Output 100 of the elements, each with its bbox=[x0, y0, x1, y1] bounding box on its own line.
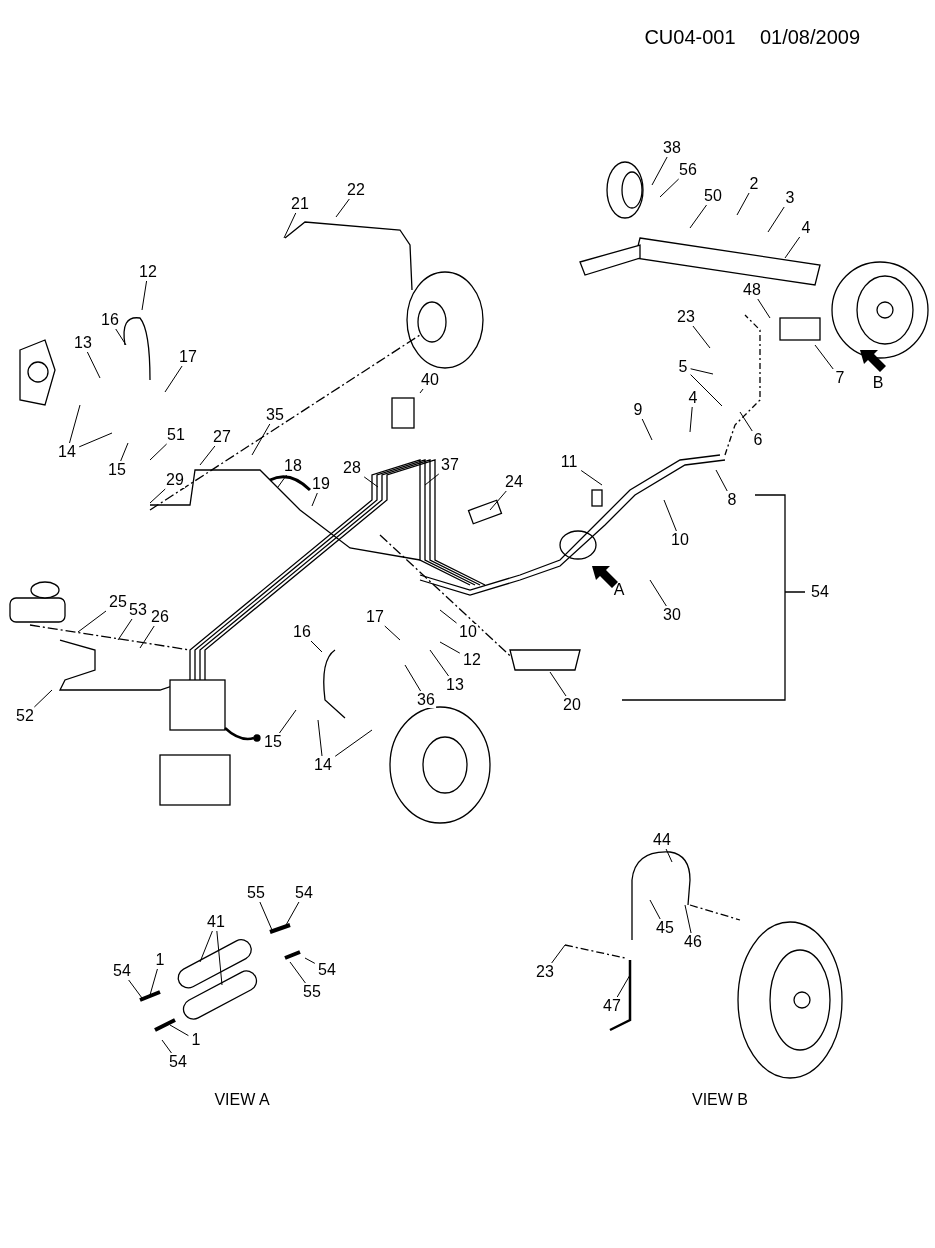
callout-number: 22 bbox=[346, 182, 366, 198]
callout-number: 41 bbox=[206, 914, 226, 930]
leader-line bbox=[814, 344, 834, 370]
leader-line bbox=[384, 625, 401, 641]
leader-line bbox=[649, 899, 661, 920]
callout-number: 44 bbox=[652, 832, 672, 848]
callout-number: 13 bbox=[73, 335, 93, 351]
callout-number: 37 bbox=[440, 457, 460, 473]
leader-line bbox=[164, 365, 183, 393]
leader-line bbox=[651, 156, 668, 186]
leader-line bbox=[334, 729, 373, 757]
leader-line bbox=[363, 476, 379, 488]
leader-line bbox=[251, 423, 271, 456]
callout-number: 28 bbox=[342, 460, 362, 476]
leader-line bbox=[285, 901, 300, 926]
callout-number: 24 bbox=[504, 474, 524, 490]
leader-line bbox=[689, 204, 708, 229]
leader-line bbox=[149, 443, 168, 461]
callout-number: 35 bbox=[265, 407, 285, 423]
leader-line bbox=[78, 432, 113, 448]
leader-line bbox=[69, 404, 81, 444]
leader-line bbox=[216, 930, 223, 986]
leader-line bbox=[757, 298, 771, 319]
callout-number: 54 bbox=[168, 1054, 188, 1070]
callout-number: 54 bbox=[811, 583, 829, 601]
callout-number: 50 bbox=[703, 188, 723, 204]
callout-number: 29 bbox=[165, 472, 185, 488]
leader-line bbox=[690, 374, 723, 407]
callout-number: 20 bbox=[562, 697, 582, 713]
leader-line bbox=[692, 325, 711, 349]
callout-number: 54 bbox=[317, 962, 337, 978]
callout-number: 23 bbox=[676, 309, 696, 325]
callout-number: 47 bbox=[602, 998, 622, 1014]
callout-number: 14 bbox=[57, 444, 77, 460]
leader-line bbox=[139, 625, 155, 649]
leader-line bbox=[641, 418, 653, 441]
drawing-code: CU04-001 bbox=[644, 25, 736, 49]
callout-number: 30 bbox=[662, 607, 682, 623]
leader-line bbox=[311, 492, 318, 507]
leader-line bbox=[659, 178, 680, 198]
callout-number: 16 bbox=[100, 312, 120, 328]
callout-number: 25 bbox=[108, 594, 128, 610]
callout-number: 4 bbox=[800, 220, 812, 236]
view-letter: B bbox=[872, 374, 884, 392]
leader-line bbox=[304, 957, 316, 964]
leader-line bbox=[117, 618, 133, 641]
leader-line bbox=[259, 901, 273, 931]
leader-line bbox=[715, 469, 728, 492]
leader-line bbox=[289, 961, 306, 984]
leader-line bbox=[690, 368, 714, 375]
callout-number: 55 bbox=[246, 885, 266, 901]
callout-number: 54 bbox=[294, 885, 314, 901]
leader-line bbox=[616, 974, 631, 998]
leader-line bbox=[489, 490, 507, 511]
leader-line bbox=[33, 689, 53, 708]
leader-line bbox=[649, 579, 667, 607]
callout-number: 26 bbox=[150, 609, 170, 625]
leader-line bbox=[199, 445, 216, 466]
callout-number: 15 bbox=[107, 462, 127, 478]
leader-line bbox=[199, 930, 213, 963]
callout-number: 27 bbox=[212, 429, 232, 445]
callout-number: 19 bbox=[311, 476, 331, 492]
callout-number: 46 bbox=[683, 934, 703, 950]
callout-number: 38 bbox=[662, 140, 682, 156]
callout-number: 10 bbox=[670, 532, 690, 548]
callout-number: 18 bbox=[283, 458, 303, 474]
callout-number: 1 bbox=[190, 1032, 202, 1048]
callout-number: 40 bbox=[420, 372, 440, 388]
leader-line bbox=[663, 499, 677, 532]
callout-number: 12 bbox=[462, 652, 482, 668]
leader-line bbox=[404, 664, 422, 692]
leader-line bbox=[128, 979, 143, 999]
callout-number: 10 bbox=[458, 624, 478, 640]
leader-line bbox=[439, 609, 458, 624]
leader-line bbox=[278, 709, 297, 734]
callout-number: 5 bbox=[677, 359, 689, 375]
leader-line bbox=[86, 351, 101, 379]
view-title: VIEW B bbox=[692, 1091, 748, 1109]
callout-number: 8 bbox=[726, 492, 738, 508]
leader-line bbox=[141, 280, 148, 311]
leader-line bbox=[149, 968, 158, 996]
callout-number: 45 bbox=[655, 920, 675, 936]
leader-line bbox=[169, 1024, 189, 1037]
leader-line bbox=[283, 212, 297, 239]
leader-line bbox=[335, 198, 350, 218]
leader-line bbox=[689, 406, 693, 433]
leader-line bbox=[277, 474, 288, 488]
leader-line bbox=[665, 848, 673, 863]
leader-line bbox=[767, 206, 785, 233]
leader-line bbox=[149, 488, 166, 504]
leader-line bbox=[310, 640, 323, 653]
callout-number: 51 bbox=[166, 427, 186, 443]
leader-line bbox=[115, 328, 127, 346]
callout-number: 54 bbox=[112, 963, 132, 979]
callout-number: 56 bbox=[678, 162, 698, 178]
leader-line bbox=[429, 649, 450, 677]
callout-number: 4 bbox=[687, 390, 699, 406]
leader-line bbox=[424, 473, 440, 486]
callout-number: 3 bbox=[784, 190, 796, 206]
callout-number: 1 bbox=[154, 952, 166, 968]
